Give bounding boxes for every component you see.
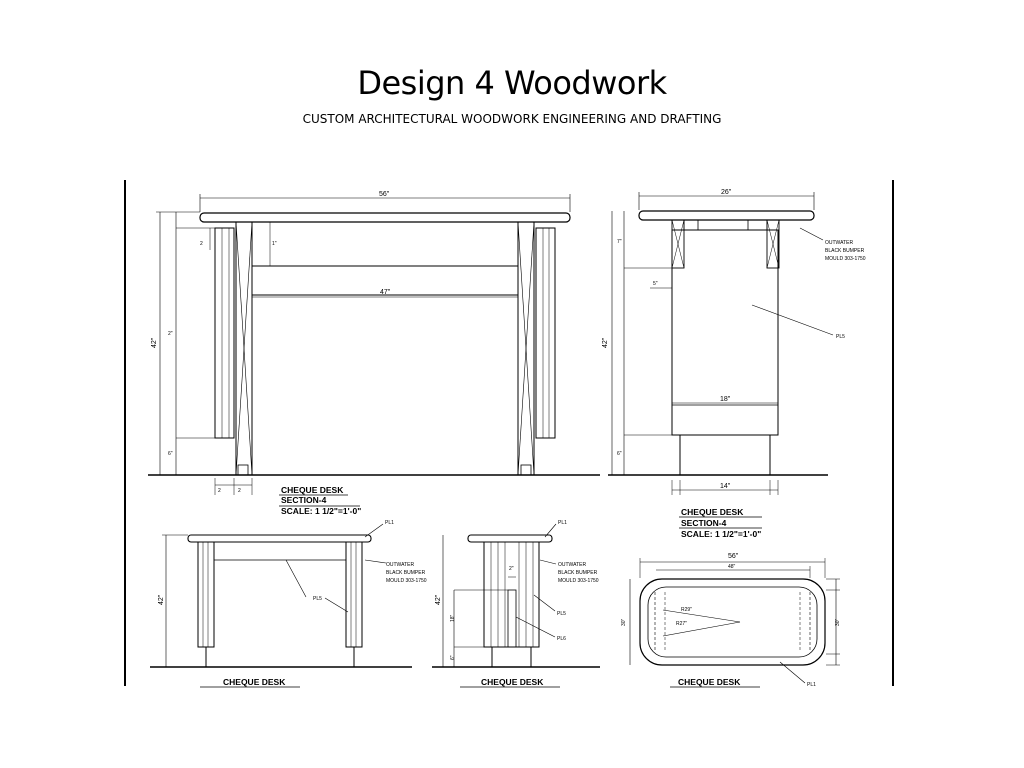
front-view-bumper-1: OUTWATER	[386, 562, 414, 568]
side-elevation: 5" 7" 6" 26" 18" 14" 42" OUTWATER BLACK …	[602, 189, 866, 539]
plan-view: R29" R27" 56" 48" 30" 30" PL1 CHEQUE DES…	[621, 553, 841, 688]
front-elevation-caption: CHEQUE DESK	[281, 485, 344, 495]
svg-text:2": 2"	[168, 331, 173, 337]
side-view-dim-c: 2"	[509, 566, 514, 572]
svg-text:7": 7"	[617, 239, 622, 245]
page-title: Design 4 Woodwork	[357, 64, 667, 102]
svg-text:5": 5"	[653, 281, 658, 287]
front-elevation-section: SECTION-4	[281, 495, 327, 505]
plan-view-caption: CHEQUE DESK	[678, 677, 741, 687]
front-view-height: 42"	[158, 594, 165, 605]
side-bumper-note-3: MOULD 303-1750	[825, 256, 866, 262]
side-view-top-material: PL1	[558, 520, 567, 526]
side-view-dim-a: 18"	[450, 614, 456, 622]
front-view-leg-material: PL5	[313, 596, 322, 602]
plan-radius-inner: R27"	[676, 621, 687, 627]
svg-text:6": 6"	[617, 451, 622, 457]
front-overall-width: 56"	[379, 191, 390, 198]
plan-width: 30"	[621, 618, 627, 626]
svg-text:6": 6"	[168, 451, 173, 457]
front-view-top-material: PL1	[385, 520, 394, 526]
side-overall-width: 26"	[721, 189, 732, 196]
plan-inner-length: 48"	[728, 564, 736, 570]
side-view: 42" 18" 6" 2" PL1 OUTWATER BLACK BUMPER …	[432, 520, 600, 688]
side-elevation-scale: SCALE: 1 1/2"=1'-0"	[681, 529, 761, 539]
plan-top-material: PL1	[807, 682, 816, 688]
side-elevation-caption: CHEQUE DESK	[681, 507, 744, 517]
svg-text:2: 2	[238, 488, 241, 494]
side-view-caption: CHEQUE DESK	[481, 677, 544, 687]
front-view-caption: CHEQUE DESK	[223, 677, 286, 687]
side-view-material-2: PL6	[557, 636, 566, 642]
front-inner-width: 47"	[380, 289, 391, 296]
front-view-bumper-2: BLACK BUMPER	[386, 570, 426, 576]
side-elevation-section: SECTION-4	[681, 518, 727, 528]
side-material-label: PL5	[836, 334, 845, 340]
side-base-width: 14"	[720, 483, 731, 490]
side-view-height: 42"	[435, 594, 442, 605]
svg-text:2: 2	[200, 241, 203, 247]
side-view-dim-b: 6"	[450, 655, 456, 660]
svg-text:1": 1"	[272, 241, 277, 247]
svg-text:30": 30"	[835, 618, 841, 626]
front-view: 42" PL1 OUTWATER BLACK BUMPER MOULD 303-…	[150, 520, 427, 688]
side-view-bumper-3: MOULD 303-1750	[558, 578, 599, 584]
side-bumper-note-1: OUTWATER	[825, 240, 853, 246]
page-subtitle: CUSTOM ARCHITECTURAL WOODWORK ENGINEERIN…	[302, 112, 722, 126]
plan-length: 56"	[728, 553, 739, 560]
front-height: 42"	[151, 337, 158, 348]
front-view-bumper-3: MOULD 303-1750	[386, 578, 427, 584]
front-elevation-scale: SCALE: 1 1/2"=1'-0"	[281, 506, 361, 516]
side-view-bumper-2: BLACK BUMPER	[558, 570, 598, 576]
front-elevation: 2 2 6" 2" 2 1" 56" 47" 42" CHEQUE DESK S…	[148, 191, 600, 516]
side-height: 42"	[602, 337, 609, 348]
side-view-material-1: PL5	[557, 611, 566, 617]
side-view-bumper-1: OUTWATER	[558, 562, 586, 568]
plan-radius-outer: R29"	[681, 607, 692, 613]
side-panel-width: 18"	[720, 396, 731, 403]
svg-text:2: 2	[218, 488, 221, 494]
side-bumper-note-2: BLACK BUMPER	[825, 248, 865, 254]
